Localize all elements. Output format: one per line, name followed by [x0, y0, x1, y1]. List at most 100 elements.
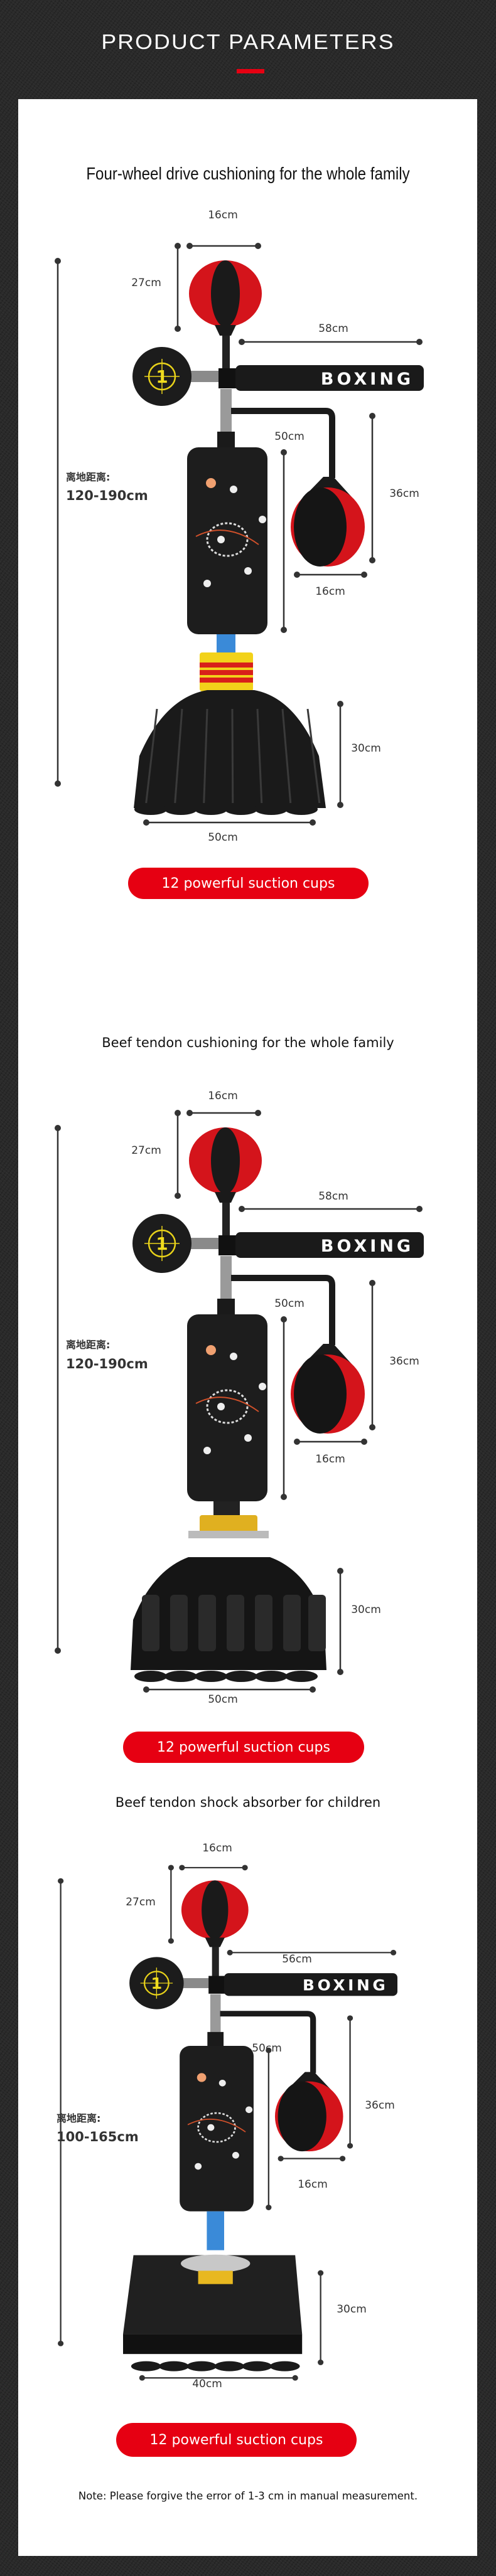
height-label: 离地距离: [57, 2112, 101, 2124]
bag-collar [213, 1501, 240, 1515]
pole-thread [222, 326, 230, 370]
target-number: 1 [151, 1974, 162, 1992]
spring-band [200, 678, 253, 683]
base-tread [142, 1595, 159, 1651]
speed-ball-height-label: 36cm [389, 1355, 419, 1368]
boxing-bar-text: BOXING [321, 370, 414, 389]
suction-cup [242, 2361, 272, 2371]
dimension-endpoint [255, 243, 261, 249]
height-label: 离地距离: [66, 471, 111, 483]
base-ridge [281, 708, 292, 804]
round-base [134, 690, 326, 808]
dimension-endpoint [55, 780, 61, 787]
height-range: 100-165cm [57, 2129, 139, 2144]
bag-graphic [187, 2119, 246, 2132]
base-tread [227, 1595, 244, 1651]
speed-ball-stripe [294, 487, 347, 567]
dimension-endpoint [347, 2142, 353, 2149]
dimension-endpoint [340, 2156, 346, 2162]
dimension-endpoint [369, 1280, 375, 1286]
height-range: 120-190cm [66, 488, 148, 503]
top-ball-width-label: 16cm [202, 1842, 232, 1855]
base-height-label: 30cm [351, 1604, 381, 1616]
dimension-endpoint [361, 572, 367, 578]
bag-graphic [206, 522, 249, 557]
bag-graphic-dot [203, 580, 211, 587]
dimension-endpoint [175, 1193, 181, 1199]
suction-cup [195, 1671, 227, 1682]
swing-arm [220, 2011, 316, 2073]
bag-graphic [197, 2112, 236, 2143]
suction-cup [255, 1671, 288, 1682]
title-underline [237, 69, 264, 73]
dimension-endpoint [294, 572, 300, 578]
bag-graphic-dot [217, 536, 225, 543]
pole-thread [222, 1193, 230, 1237]
measurement-note: Note: Please forgive the error of 1-3 cm… [78, 2490, 418, 2502]
top-ball-neck [215, 325, 236, 336]
base-ridge [145, 708, 158, 804]
dimension-endpoint [369, 557, 375, 563]
dimension-endpoint [139, 2375, 145, 2381]
suction-cup [269, 2361, 300, 2371]
top-ball-width-label: 16cm [208, 1090, 238, 1102]
pole-metal [220, 389, 232, 433]
dimension-endpoint [318, 2360, 324, 2365]
target-number: 1 [156, 366, 168, 387]
section-title: Four-wheel drive cushioning for the whol… [86, 164, 410, 183]
bag-graphic-dot [203, 1447, 211, 1454]
dimension-endpoint [337, 1568, 343, 1574]
top-ball-height-label: 27cm [131, 277, 161, 289]
base-ridge [306, 708, 321, 804]
base-ridge [174, 708, 183, 804]
base-tread [170, 1595, 188, 1651]
dimension-endpoint [143, 819, 149, 826]
dimension-endpoint [239, 1206, 245, 1212]
dimension-endpoint [168, 1865, 174, 1871]
dimension-endpoint [266, 2047, 272, 2053]
gold-ring [198, 2270, 233, 2284]
dimension-endpoint [337, 802, 343, 808]
boxing-bar [235, 365, 424, 391]
platform-top [123, 2255, 303, 2334]
dimension-endpoint [175, 243, 181, 249]
top-ball-stripe [211, 260, 240, 327]
dimension-endpoint [369, 413, 375, 419]
dimension-endpoint [266, 2205, 272, 2210]
speed-ball-height-label: 36cm [389, 487, 419, 500]
dimension-endpoint [58, 1878, 64, 1884]
suction-cup [186, 2361, 217, 2371]
bag-graphic-dot [217, 1403, 225, 1410]
dimension-endpoint [55, 1647, 61, 1654]
bag-graphic-dot [244, 1434, 252, 1442]
speed-ball-height-label: 36cm [365, 2099, 395, 2112]
dimension-endpoint [239, 339, 245, 345]
dimension-endpoint [292, 2375, 298, 2381]
bag-graphic-dot [206, 478, 216, 488]
boxing-bar [224, 1973, 397, 1996]
dimension-endpoint [255, 1110, 261, 1116]
blue-rod [217, 634, 235, 654]
speed-ball-stripe [294, 1355, 347, 1434]
base-width-label: 40cm [192, 2378, 222, 2390]
bag-graphic [195, 530, 259, 545]
section-title: Beef tendon cushioning for the whole fam… [102, 1035, 394, 1050]
arm-length-label: 58cm [318, 1190, 348, 1203]
speed-ball-width-label: 16cm [298, 2178, 328, 2191]
suction-cup [285, 1671, 318, 1682]
boxing-bar-text: BOXING [321, 1237, 414, 1256]
dimension-endpoint [318, 2270, 324, 2276]
punching-bag [187, 1314, 267, 1501]
pad-connector [188, 1238, 221, 1249]
top-ball-height-label: 27cm [131, 1144, 161, 1157]
platform-front [123, 2334, 303, 2355]
bag-graphic-dot [195, 2163, 202, 2170]
spring-band [200, 663, 253, 668]
base-ridge [256, 708, 263, 804]
height-label: 离地距离: [66, 1339, 111, 1351]
base-tread [308, 1595, 326, 1651]
dimension-endpoint [242, 1865, 248, 1871]
suction-cups-badge: 12 powerful suction cups [128, 868, 369, 899]
bag-graphic-dot [259, 516, 266, 523]
